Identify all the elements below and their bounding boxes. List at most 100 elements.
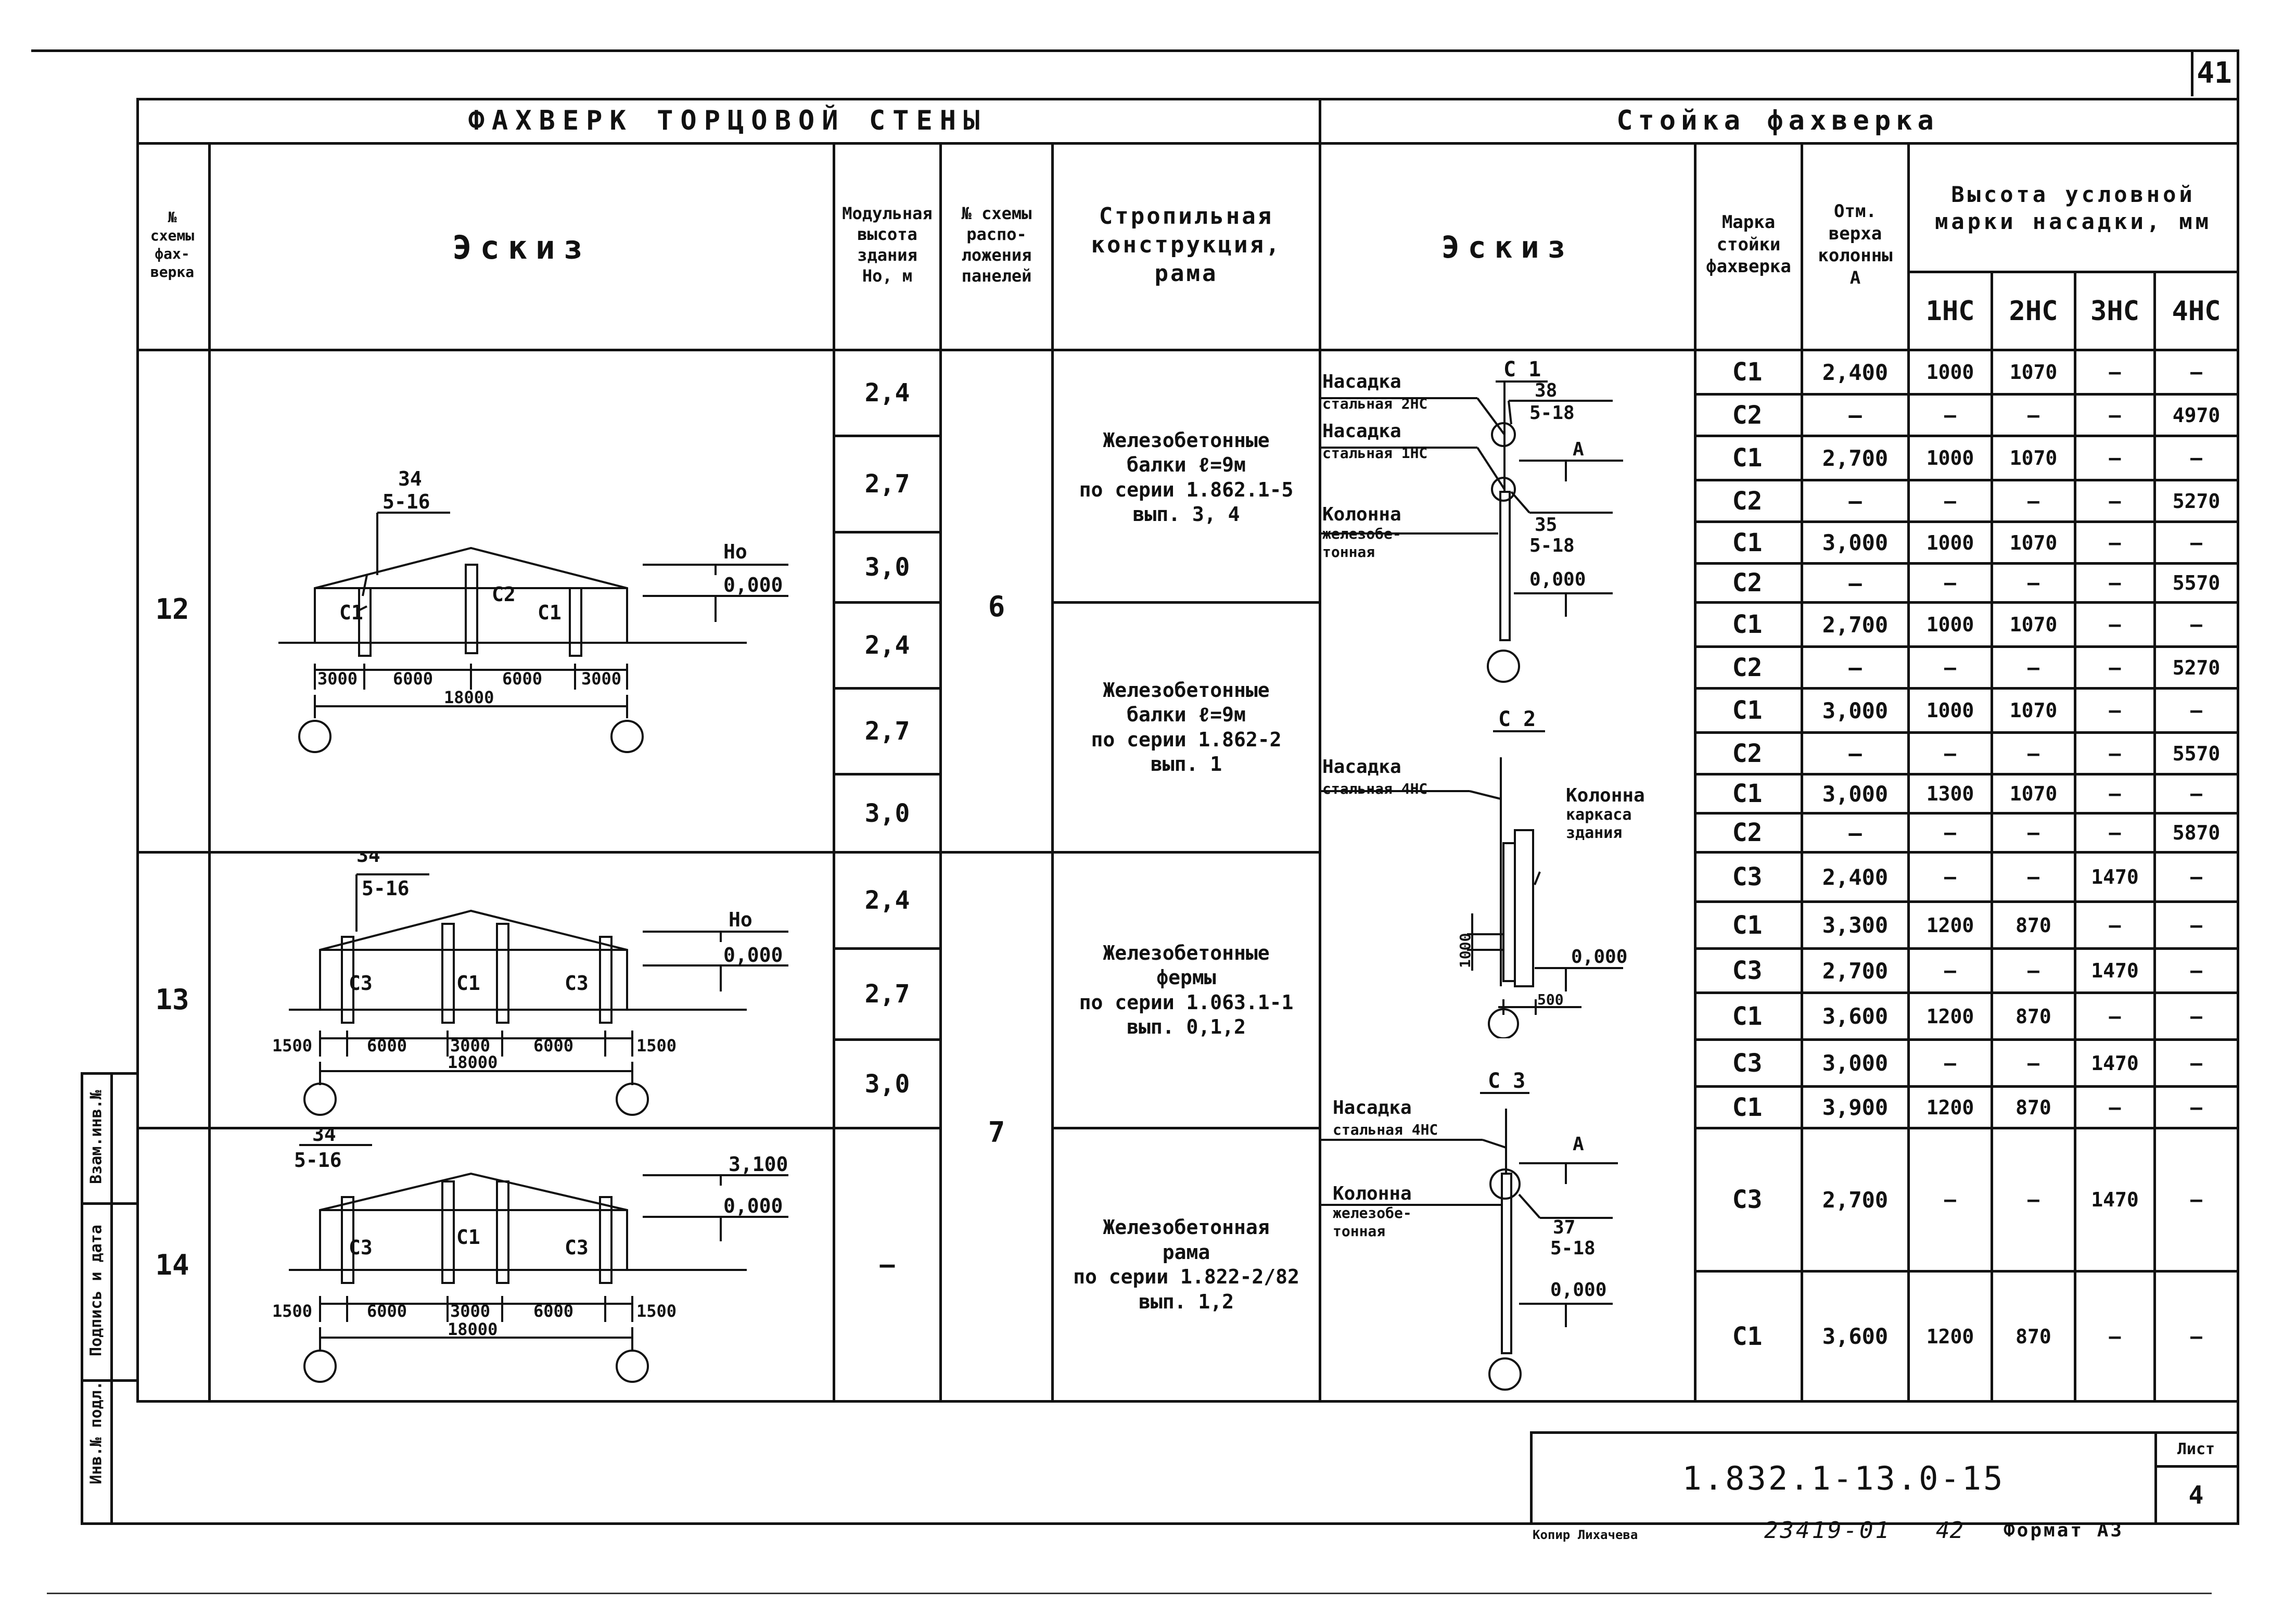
elevation-cell: 3,600 xyxy=(1822,1324,1889,1349)
callout-bottom: 5-16 xyxy=(382,490,430,513)
height-value-cell: — xyxy=(1944,866,1956,888)
page-number: 41 xyxy=(2197,56,2232,90)
elevation-cell: — xyxy=(1848,402,1862,428)
height-value-cell: — xyxy=(2190,866,2202,888)
height-cell: 2,7 xyxy=(864,469,910,499)
height-value-cell: 1000 xyxy=(1926,699,1974,722)
rafter-3: Железобетонные фермы по серии 1.063.1-1 … xyxy=(1079,941,1294,1039)
height-value-cell: — xyxy=(2109,913,2121,937)
post-mark-cell: С3 xyxy=(1732,1185,1763,1214)
sketch-scheme-12: 34 5-16 Но 0,000 С1 С2 С1 3000 6000 6000… xyxy=(278,467,788,753)
height-value-cell: 870 xyxy=(2016,1325,2051,1348)
height-value-cell: — xyxy=(1944,742,1956,765)
ho-label: Но xyxy=(723,540,747,563)
height-value-cell: 1000 xyxy=(1926,447,1974,469)
col-post-sketch: Эскиз xyxy=(1441,230,1574,265)
height-value-cell: — xyxy=(2109,403,2121,427)
height-value-cell: — xyxy=(1944,656,1956,679)
svg-text:каркаса: каркаса xyxy=(1566,806,1631,824)
elevation-cell: — xyxy=(1848,570,1862,596)
post-c1-title: С 1 xyxy=(1503,358,1541,382)
height-value-cell: — xyxy=(1944,1051,1956,1075)
post-mark-cell: С3 xyxy=(1732,862,1763,892)
height-value-cell: — xyxy=(2190,1004,2202,1028)
rafter-2: Железобетонные балки ℓ=9м по серии 1.862… xyxy=(1091,678,1282,776)
sketch-scheme-14: 34 5-16 3,100 0,000 С3 С1 С3 1500 6000 3… xyxy=(272,1129,788,1383)
svg-text:Насадка: Насадка xyxy=(1333,1097,1412,1118)
height-value-cell: 1470 xyxy=(2091,1051,2139,1075)
elevation-cell: — xyxy=(1848,820,1862,846)
post-sketch-c2: С 2 Насадка стальная 4НС Колонна каркаса… xyxy=(1321,707,1645,1038)
height-cell: 2,7 xyxy=(864,717,910,746)
height-value-cell: 4970 xyxy=(2172,403,2221,427)
svg-text:1000: 1000 xyxy=(1457,933,1474,968)
layout-7: 7 xyxy=(988,1115,1005,1149)
post-mark-cell: С1 xyxy=(1732,910,1763,940)
elevation-cell: — xyxy=(1848,655,1862,680)
height-value-cell: — xyxy=(2109,1096,2121,1119)
sub-3ns: 3НС xyxy=(2090,295,2139,327)
height-value-cell: 1000 xyxy=(1926,361,1974,384)
height-value-cell: — xyxy=(2027,821,2039,844)
scheme-14-no: 14 xyxy=(155,1248,189,1281)
sub-4ns: 4НС xyxy=(2172,295,2221,327)
frame-top xyxy=(31,49,2237,52)
c1-label: С1 xyxy=(456,1226,480,1249)
elevation-cell: 2,400 xyxy=(1822,359,1889,385)
dim: 1500 xyxy=(636,1036,677,1056)
height-value-cell: 870 xyxy=(2016,1004,2051,1028)
elevation-cell: 2,700 xyxy=(1822,1187,1889,1213)
order-suffix: 42 xyxy=(1936,1517,1963,1544)
elevation-cell: — xyxy=(1848,488,1862,514)
dim: 6000 xyxy=(367,1301,407,1321)
height-cell: 2,4 xyxy=(864,378,910,408)
col-post-mark: Марка стойки фахверка xyxy=(1706,212,1791,277)
height-value-cell: — xyxy=(2190,913,2202,937)
height-value-cell: — xyxy=(1944,571,1956,594)
elevation-cell: 2,700 xyxy=(1822,445,1889,471)
height-value-cell: — xyxy=(2190,1096,2202,1119)
order-number: 23419-01 xyxy=(1764,1517,1891,1544)
c3-label: С3 xyxy=(349,972,373,995)
height-value-cell: 1000 xyxy=(1926,531,1974,554)
callout-top: 34 xyxy=(312,1129,336,1146)
height-value-cell: — xyxy=(2109,361,2121,384)
sheet-number: 4 xyxy=(2188,1480,2204,1510)
svg-text:Насадка: Насадка xyxy=(1322,371,1401,392)
height-value-cell: 1200 xyxy=(1926,1096,1974,1119)
rafter-4: Железобетонная рама по серии 1.822-2/82 … xyxy=(1073,1216,1299,1313)
height-value-cell: — xyxy=(2109,447,2121,469)
height-value-cell: — xyxy=(2190,531,2202,554)
frame-bottom xyxy=(81,1522,2239,1525)
svg-text:стальная 1НС: стальная 1НС xyxy=(1322,444,1427,462)
height-value-cell: — xyxy=(2027,1051,2039,1075)
elevation-cell: 2,700 xyxy=(1822,612,1889,638)
svg-text:5-18: 5-18 xyxy=(1529,535,1575,556)
dim: 3000 xyxy=(581,669,621,689)
total: 18000 xyxy=(448,1319,498,1339)
height-value-cell: 1470 xyxy=(2091,866,2139,888)
post-mark-cell: С2 xyxy=(1732,486,1763,516)
dim: 3000 xyxy=(317,669,358,689)
height-value-cell: 5270 xyxy=(2172,489,2221,513)
svg-text:тонная: тонная xyxy=(1333,1223,1385,1240)
post-mark-cell: С1 xyxy=(1732,610,1763,639)
svg-text:5-18: 5-18 xyxy=(1550,1238,1596,1259)
c2-label: С2 xyxy=(492,583,516,606)
height-value-cell: — xyxy=(1944,1188,1956,1211)
elevation-cell: 3,600 xyxy=(1822,1003,1889,1029)
height-value-cell: — xyxy=(1944,489,1956,513)
sheet-label: Лист xyxy=(2177,1440,2215,1458)
height-value-cell: — xyxy=(2027,571,2039,594)
layout-6: 6 xyxy=(988,590,1005,623)
height-value-cell: 1070 xyxy=(2009,361,2058,384)
height-value-cell: 1070 xyxy=(2009,613,2058,636)
frame-right xyxy=(2237,49,2239,1525)
height-cell: 2,4 xyxy=(864,631,910,660)
bottom-rule xyxy=(47,1593,2212,1594)
svg-text:Колонна: Колонна xyxy=(1566,785,1645,806)
height-value-cell: — xyxy=(2190,1325,2202,1348)
height-value-cell: — xyxy=(2190,613,2202,636)
height-value-cell: — xyxy=(2109,613,2121,636)
height-value-cell: — xyxy=(2109,489,2121,513)
